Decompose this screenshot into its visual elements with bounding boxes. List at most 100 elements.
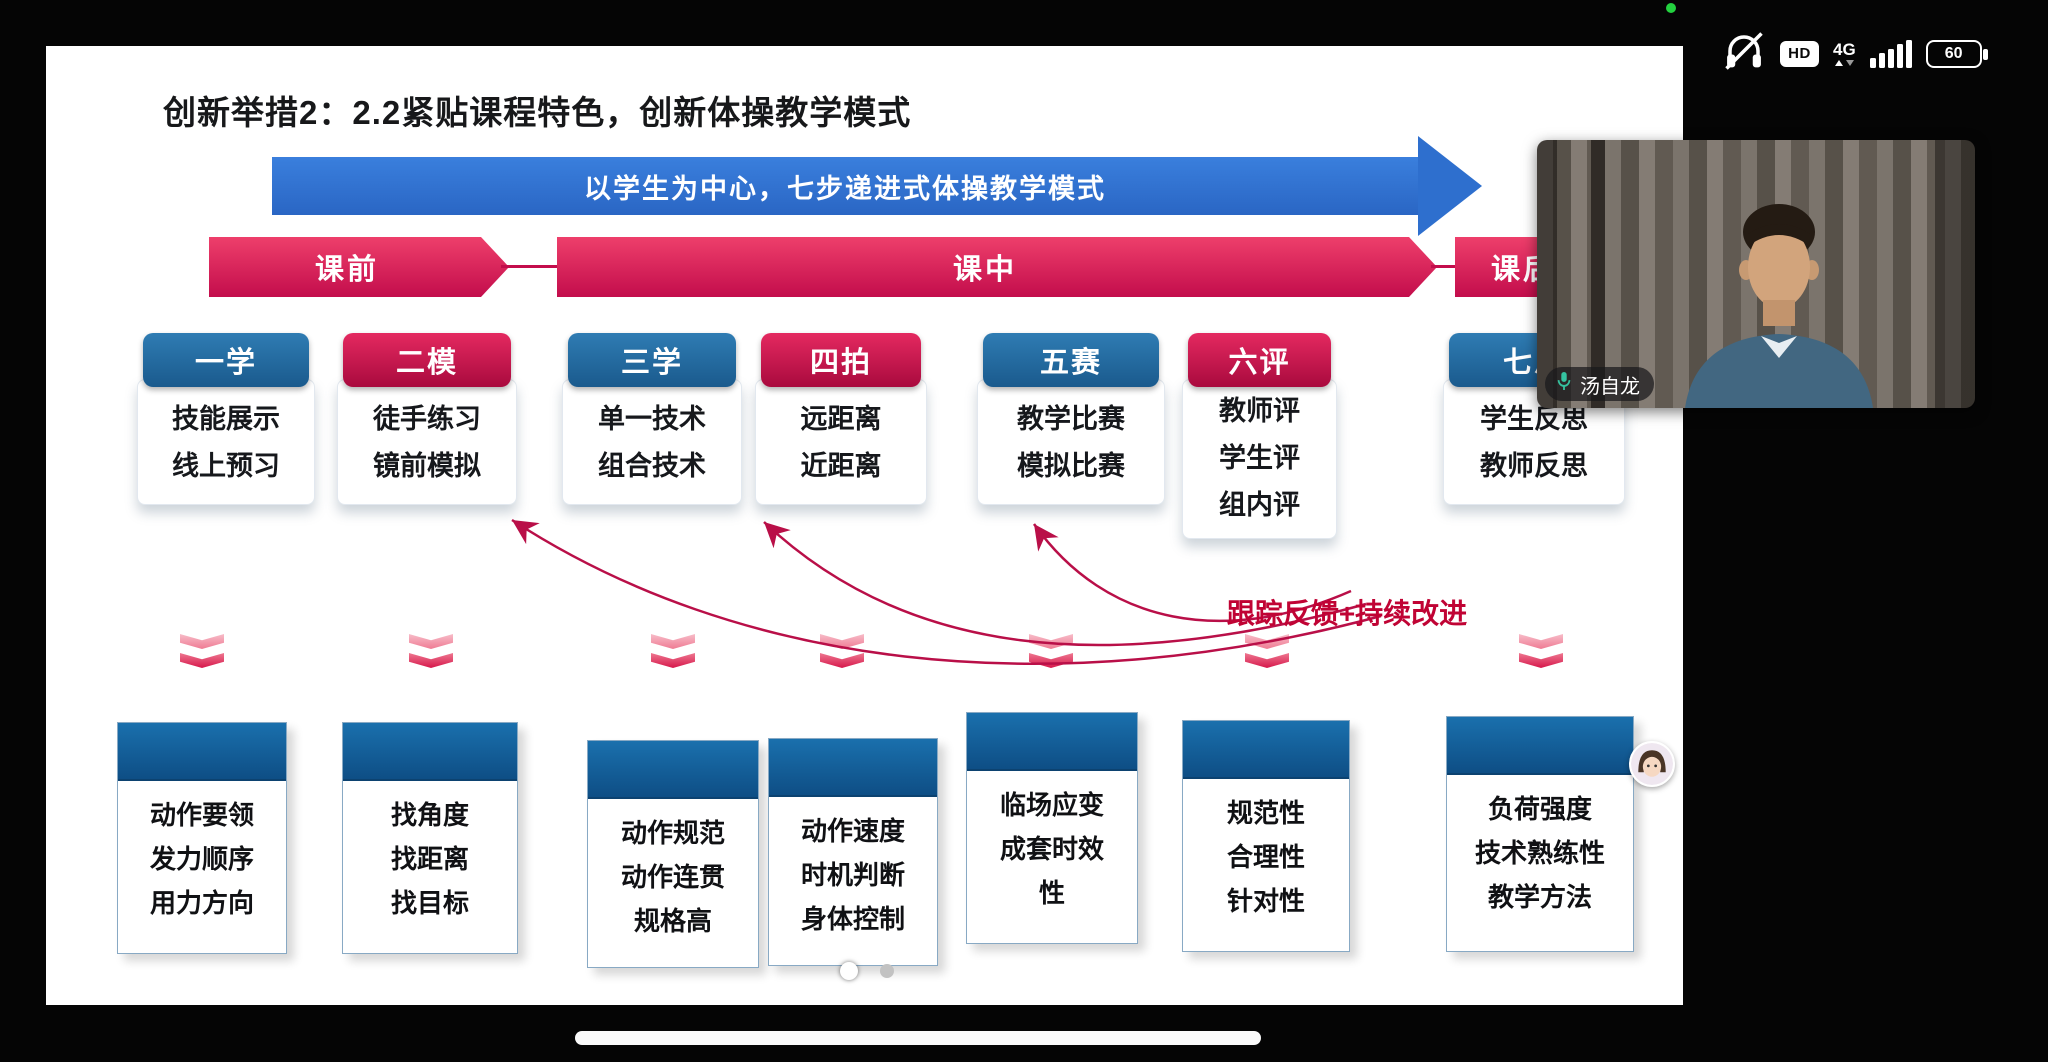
status-green-dot — [1666, 3, 1676, 13]
detail-box-1: 动作要领 发力顺序 用力方向 — [117, 722, 287, 954]
step-line: 徒手练习 — [373, 404, 481, 434]
detail-line: 找角度 — [390, 800, 469, 830]
down-chevron-icon — [1519, 634, 1563, 668]
detail-line: 动作要领 — [149, 800, 254, 830]
detail-box-header — [118, 723, 286, 781]
pager-dot-active[interactable] — [840, 962, 858, 980]
detail-line: 找目标 — [390, 888, 469, 918]
step-line: 技能展示 — [172, 404, 280, 434]
step-body: 单一技术 组合技术 — [562, 379, 742, 505]
phase-label: 课中 — [952, 254, 1017, 286]
step-title: 四拍 — [761, 333, 921, 387]
battery-level: 60 — [1944, 44, 1963, 62]
step-line: 镜前模拟 — [373, 451, 481, 481]
detail-box-3: 动作规范 动作连贯 规格高 — [587, 740, 759, 968]
step-line: 远距离 — [800, 404, 882, 434]
detail-line: 时机判断 — [800, 860, 905, 890]
status-bar: HD 4G 60 — [1722, 30, 1988, 77]
detail-line: 身体控制 — [800, 904, 905, 934]
detail-line: 找距离 — [390, 844, 469, 874]
presentation-slide: 创新举措2：2.2紧贴课程特色，创新体操教学模式 以学生为中心，七步递进式体操教… — [46, 46, 1683, 1005]
bottom-scrollbar[interactable] — [575, 1031, 1261, 1045]
detail-box-header — [343, 723, 517, 781]
down-chevron-icon — [409, 634, 453, 668]
step-line: 组内评 — [1219, 490, 1300, 520]
detail-line: 规格高 — [633, 906, 712, 936]
participant-name: 汤自龙 — [1580, 375, 1640, 398]
phase-segment-before-class: 课前 — [209, 237, 509, 297]
step-title: 三学 — [568, 333, 736, 387]
detail-line: 合理性 — [1226, 842, 1305, 872]
banner-arrow-tip — [1418, 136, 1482, 236]
step-line: 教学比赛 — [1017, 404, 1125, 434]
detail-line: 技术熟练性 — [1474, 838, 1605, 868]
detail-box-header — [769, 739, 937, 797]
step-body: 教学比赛 模拟比赛 — [977, 379, 1165, 505]
participant-nametag: 汤自龙 — [1545, 367, 1654, 401]
detail-box-header — [1447, 717, 1633, 775]
step-line: 近距离 — [800, 451, 882, 481]
hd-badge: HD — [1780, 40, 1819, 67]
detail-line: 针对性 — [1226, 886, 1305, 916]
step-line: 线上预习 — [172, 451, 280, 481]
signal-bars-icon — [1869, 39, 1912, 68]
phase-connector — [1431, 265, 1457, 268]
step-line: 学生反思 — [1480, 404, 1588, 434]
detail-line: 动作规范 — [620, 818, 725, 848]
detail-line: 成套时效 — [999, 834, 1104, 864]
step-title: 二模 — [343, 333, 511, 387]
detail-box-7: 负荷强度 技术熟练性 教学方法 — [1446, 716, 1634, 952]
step-body: 徒手练习 镜前模拟 — [337, 379, 517, 505]
network-label: 4G — [1833, 40, 1856, 59]
phase-connector — [501, 265, 557, 268]
detail-line: 规范性 — [1226, 798, 1305, 828]
detail-line: 教学方法 — [1487, 882, 1592, 912]
battery-indicator: 60 — [1925, 39, 1988, 68]
step-line: 单一技术 — [598, 404, 706, 434]
detail-line: 发力顺序 — [149, 844, 254, 874]
phase-label: 课前 — [314, 254, 379, 286]
detail-box-header — [1183, 721, 1349, 779]
slide-title: 创新举措2：2.2紧贴课程特色，创新体操教学模式 — [163, 94, 912, 131]
webcam-video[interactable]: 汤自龙 — [1537, 140, 1975, 408]
detail-line: 负荷强度 — [1487, 794, 1592, 824]
detail-line: 临场应变 — [999, 790, 1104, 820]
step-body: 技能展示 线上预习 — [137, 379, 315, 505]
step-line: 教师反思 — [1480, 451, 1588, 481]
mic-icon — [1555, 371, 1573, 397]
step-card-1: 一学 技能展示 线上预习 — [137, 333, 315, 505]
step-line: 模拟比赛 — [1017, 451, 1125, 481]
detail-box-6: 规范性 合理性 针对性 — [1182, 720, 1350, 952]
down-chevron-icon — [651, 634, 695, 668]
step-line: 教师评 — [1219, 396, 1300, 426]
phase-segment-in-class: 课中 — [557, 237, 1437, 297]
detail-line: 动作连贯 — [620, 862, 725, 892]
presenter-silhouette — [1685, 204, 1873, 408]
step-card-3: 三学 单一技术 组合技术 — [562, 333, 742, 505]
step-title: 五赛 — [983, 333, 1159, 387]
step-line: 学生评 — [1219, 443, 1300, 473]
detail-box-4: 动作速度 时机判断 身体控制 — [768, 738, 938, 966]
feedback-label: 跟踪反馈+持续改进 — [1226, 598, 1468, 629]
step-card-4: 四拍 远距离 近距离 — [755, 333, 927, 505]
step-body: 远距离 近距离 — [755, 379, 927, 505]
down-chevron-icon — [1029, 634, 1073, 668]
down-chevron-icon — [180, 634, 224, 668]
network-indicator: 4G — [1833, 41, 1856, 66]
step-line: 组合技术 — [598, 451, 706, 481]
detail-box-header — [588, 741, 758, 799]
banner-text: 以学生为中心，七步递进式体操教学模式 — [584, 173, 1106, 204]
step-card-6: 六评 教师评 学生评 组内评 — [1182, 333, 1337, 539]
step-card-5: 五赛 教学比赛 模拟比赛 — [977, 333, 1165, 505]
detail-line: 性 — [1038, 878, 1065, 908]
assistant-avatar-button[interactable] — [1629, 741, 1675, 787]
step-card-2: 二模 徒手练习 镜前模拟 — [337, 333, 517, 505]
pager-dot[interactable] — [880, 964, 894, 978]
step-body: 学生反思 教师反思 — [1443, 379, 1625, 505]
data-transfer-arrows-icon — [1834, 60, 1854, 66]
down-chevron-icon — [820, 634, 864, 668]
step-title: 六评 — [1188, 333, 1331, 387]
down-chevron-icon — [1245, 634, 1289, 668]
detail-line: 用力方向 — [149, 888, 254, 918]
